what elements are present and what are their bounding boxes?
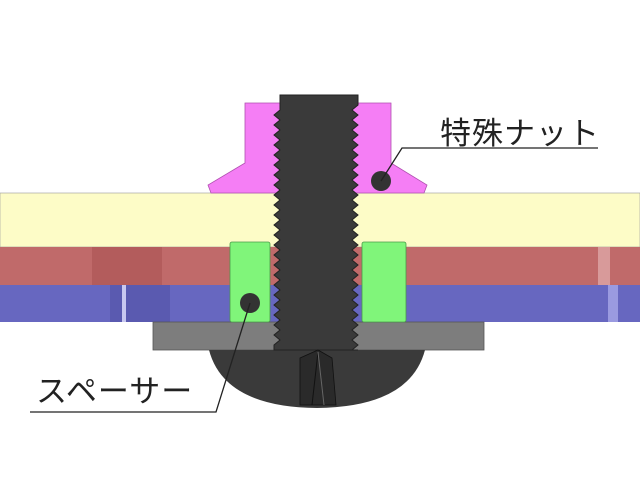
nut-label: 特殊ナット	[440, 116, 600, 152]
spacer-label: スペーサー	[36, 374, 194, 410]
red-plate-hole-shade	[598, 247, 610, 285]
bolt-thread	[273, 94, 359, 351]
nut-leader-line	[380, 147, 598, 182]
spacer-right	[361, 241, 407, 323]
blue-plate-hole-shade	[608, 285, 618, 322]
slot-edge	[317, 351, 325, 406]
bolt-shaft	[273, 94, 359, 351]
spacer-left	[229, 241, 271, 323]
bolt-slot	[299, 349, 337, 406]
spacer-leader-line	[30, 302, 251, 413]
blue-plate-hole-shade	[110, 285, 170, 322]
blue-plate-highlight	[122, 285, 126, 322]
red-plate-hole-shade	[92, 247, 162, 285]
slot-edge	[311, 351, 319, 406]
